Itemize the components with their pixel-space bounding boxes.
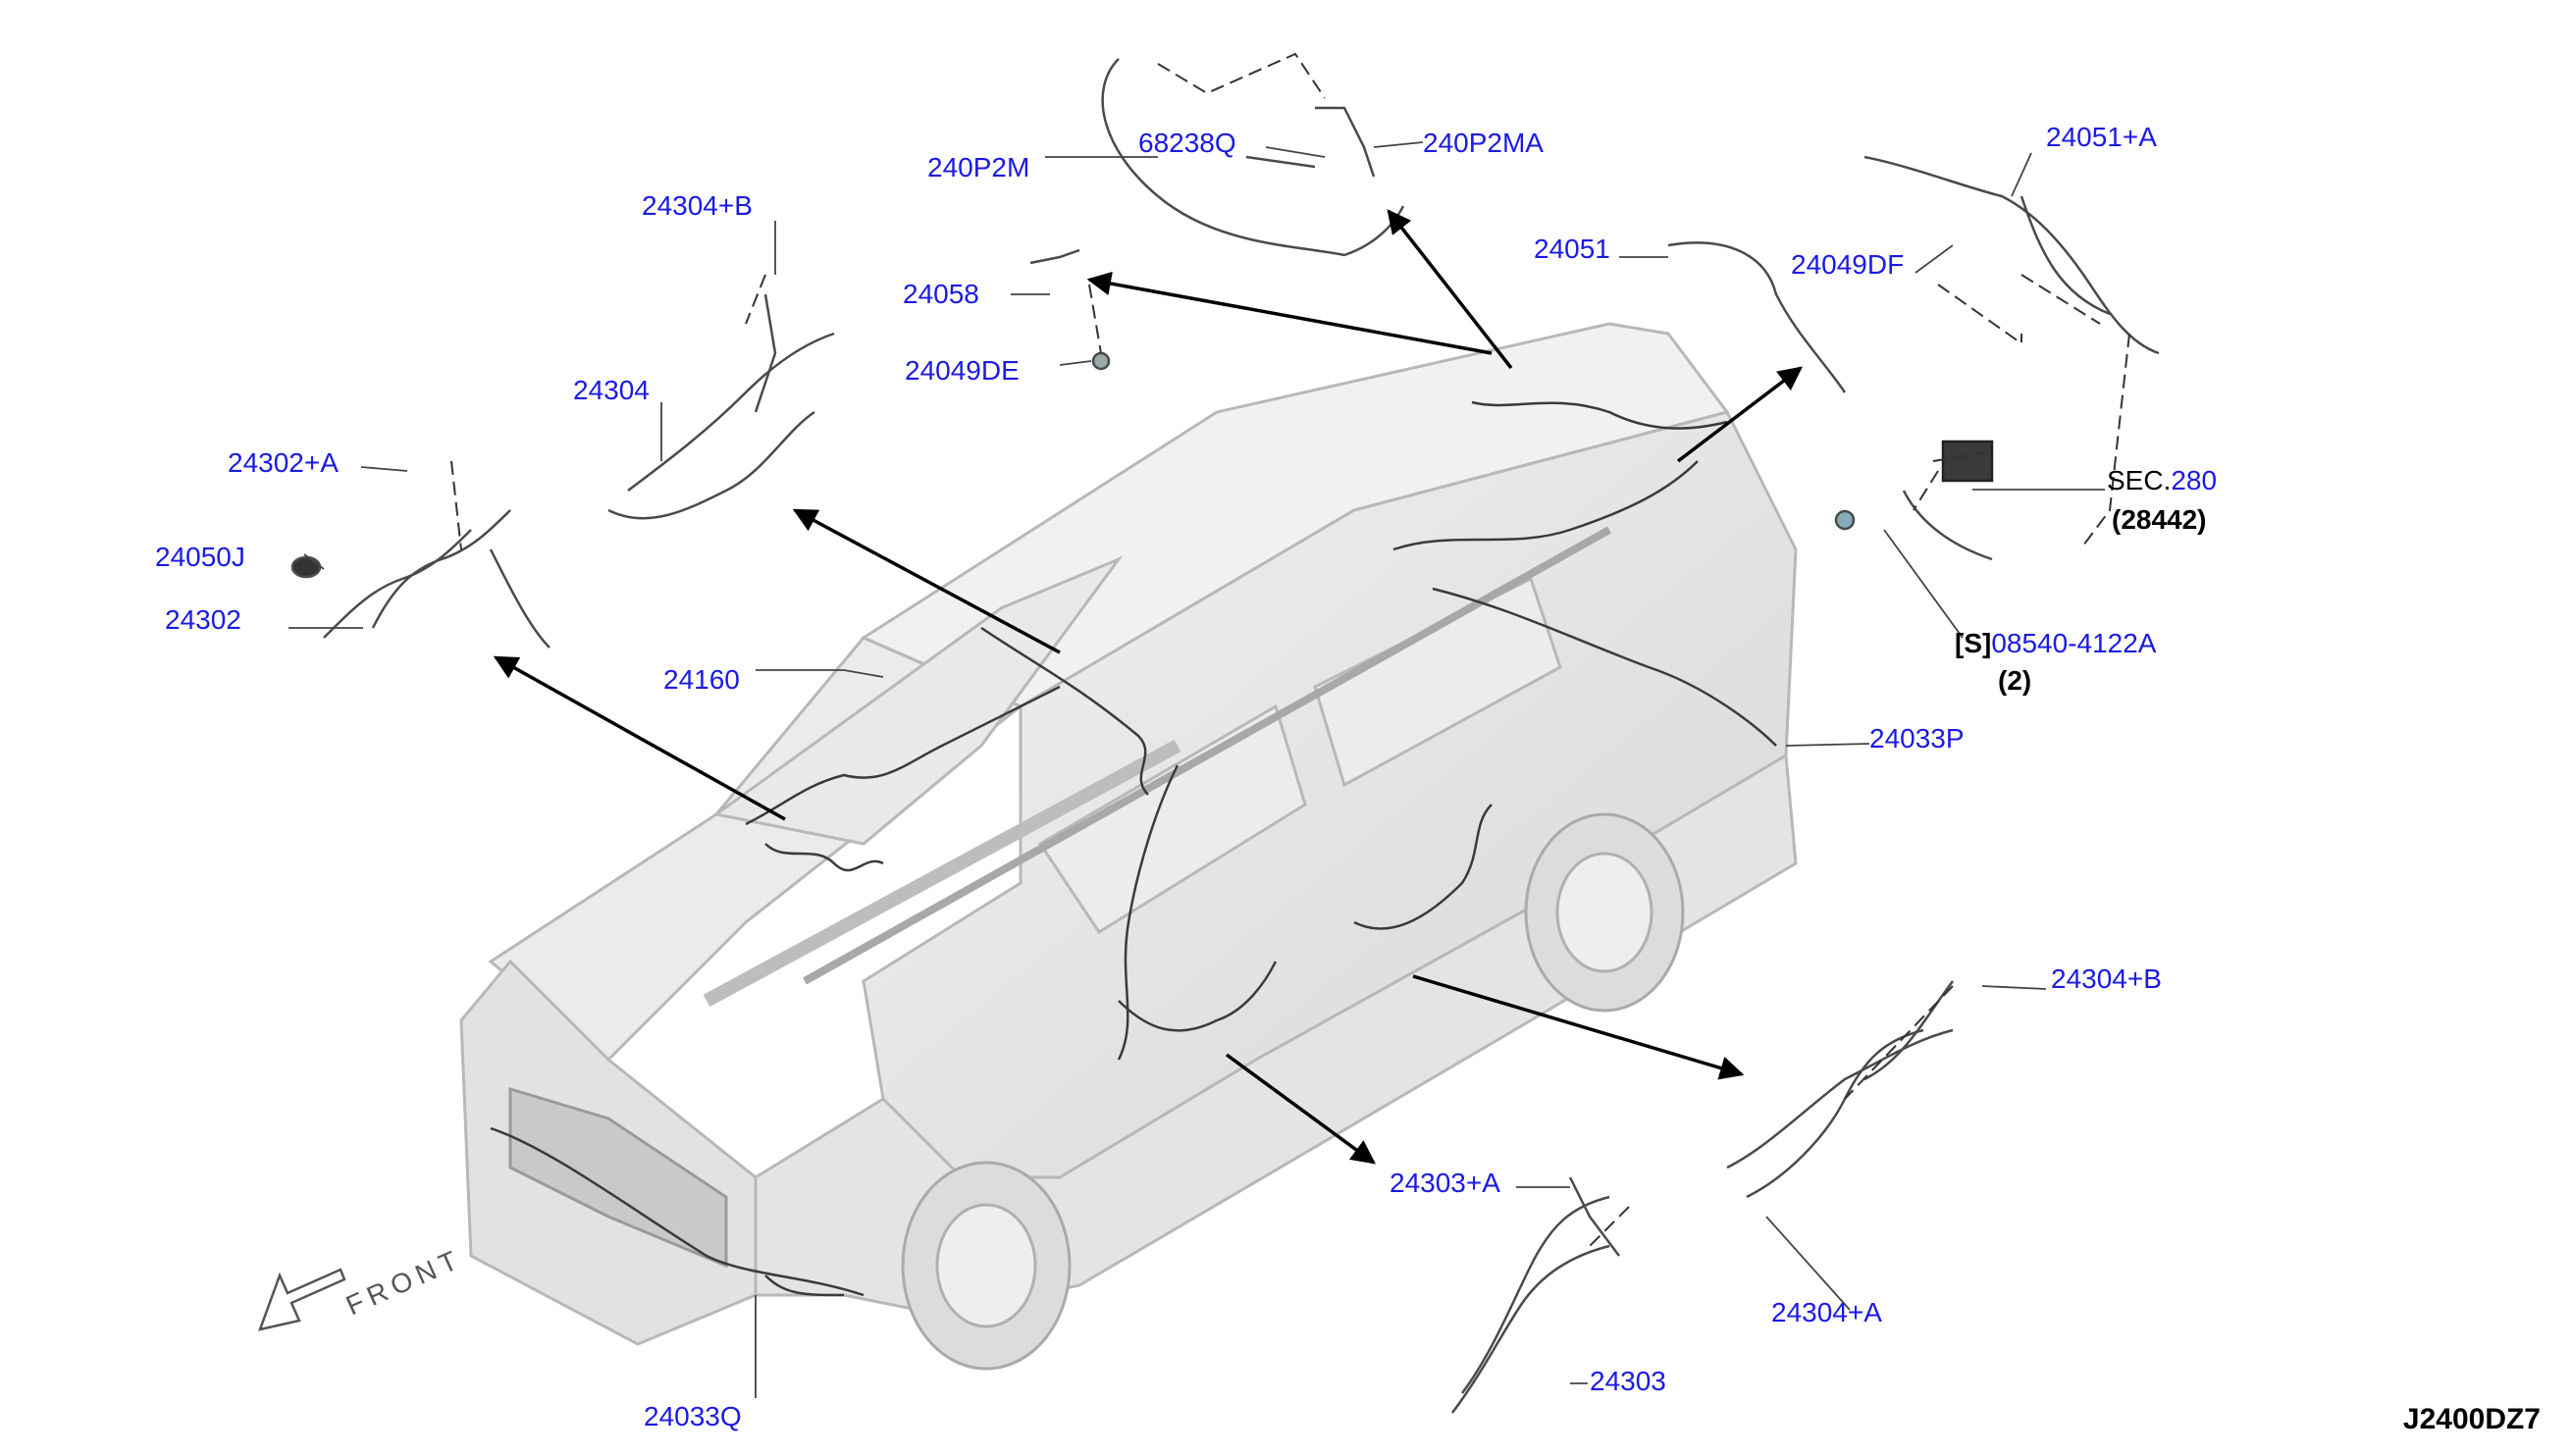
- sec-reference[interactable]: SEC.280: [2107, 465, 2217, 496]
- label-24051[interactable]: 24051: [1534, 234, 1610, 264]
- assembly-arrows: [493, 209, 1803, 1165]
- label-24033Q[interactable]: 24033Q: [644, 1401, 742, 1431]
- screw-prefix: [S]: [1955, 628, 1992, 658]
- label-24304-plus-b-top[interactable]: 24304+B: [642, 190, 753, 221]
- arrow-24051: [1676, 366, 1803, 463]
- screw-number[interactable]: 08540-4122A: [1991, 628, 2157, 658]
- vehicle-grille: [508, 1086, 728, 1269]
- label-24302[interactable]: 24302: [165, 604, 241, 635]
- sec-prefix: SEC.: [2107, 465, 2172, 495]
- arrow-24058: [1086, 271, 1493, 355]
- label-24049DE[interactable]: 24049DE: [905, 355, 1020, 386]
- label-68238Q[interactable]: 68238Q: [1138, 128, 1236, 158]
- label-24051-plus-a[interactable]: 24051+A: [2046, 122, 2157, 152]
- leader-lines: [288, 141, 2105, 1398]
- label-24058[interactable]: 24058: [903, 279, 979, 309]
- vehicle-harnesses: [490, 400, 1777, 1297]
- vehicle-side-window-front: [1037, 703, 1307, 935]
- diagram-code: J2400DZ7: [2402, 1403, 2541, 1435]
- sec-number[interactable]: 280: [2171, 465, 2218, 495]
- sec-subref: (28442): [2112, 504, 2207, 535]
- harness-components: [290, 58, 2160, 1414]
- arrow-24302: [493, 655, 786, 821]
- label-240P2MA[interactable]: 240P2MA: [1423, 128, 1544, 158]
- arrow-240P2M: [1387, 209, 1513, 370]
- arrow-24304A: [1412, 974, 1745, 1080]
- screw-qty: (2): [1998, 665, 2032, 696]
- label-24049DF[interactable]: 24049DF: [1791, 249, 1905, 280]
- label-24302-plus-a[interactable]: 24302+A: [228, 447, 339, 478]
- label-24033P[interactable]: 24033P: [1869, 723, 1965, 754]
- dashed-lines: [450, 52, 2130, 1247]
- label-240P2M[interactable]: 240P2M: [927, 152, 1030, 182]
- label-24303[interactable]: 24303: [1590, 1366, 1666, 1396]
- front-arrow-icon: [258, 1268, 346, 1331]
- label-24304-plus-b-right[interactable]: 24304+B: [2051, 963, 2162, 994]
- label-24160[interactable]: 24160: [663, 664, 740, 695]
- label-24304[interactable]: 24304: [573, 375, 650, 405]
- screw-reference[interactable]: [S]08540-4122A: [1955, 628, 2156, 659]
- label-24050J[interactable]: 24050J: [155, 542, 245, 572]
- arrow-24304: [792, 508, 1061, 654]
- arrow-24303: [1225, 1053, 1376, 1165]
- vehicle-body: [459, 322, 1798, 1371]
- label-24303-plus-a[interactable]: 24303+A: [1390, 1168, 1500, 1198]
- label-24304-plus-a[interactable]: 24304+A: [1771, 1297, 1882, 1327]
